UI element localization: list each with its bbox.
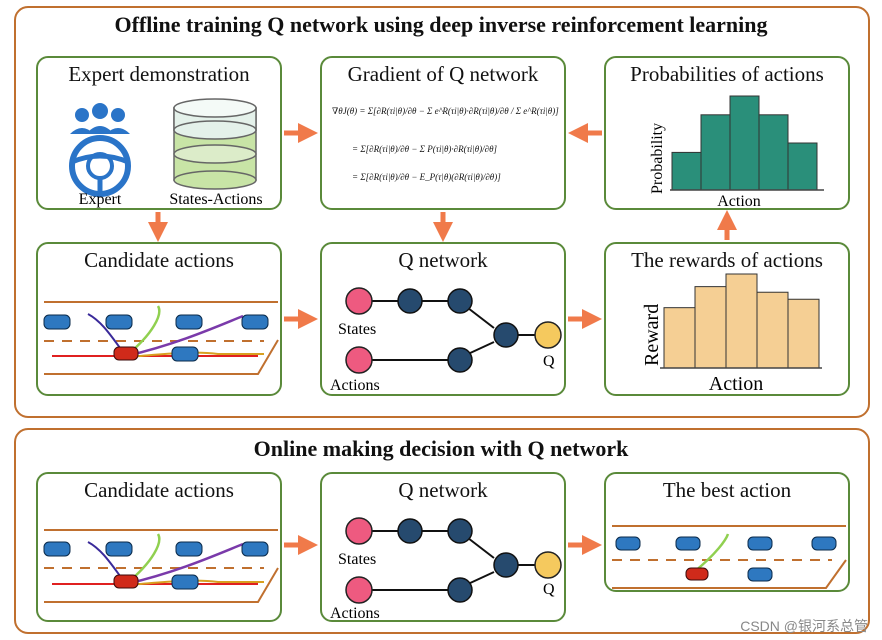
probabilities-panel: Probabilities of actions Probability Act…: [604, 56, 850, 210]
gradient-equation-line-1: ∇θJ(θ) = Σ[∂R(τi|θ)/∂θ − Σ e^R(τi|θ)·∂R(…: [332, 106, 559, 116]
hidden-node: [447, 518, 473, 544]
car-icon: [171, 346, 199, 362]
hidden-node: [493, 322, 519, 348]
ego-car-icon: [113, 346, 139, 361]
probability-bar: [700, 114, 731, 191]
panel-title: The best action: [662, 478, 792, 502]
action-axis-label: Action: [717, 193, 761, 210]
car-icon: [43, 541, 71, 557]
candidate-road-scene: [43, 301, 279, 375]
panel-title: Probabilities of actions: [630, 62, 824, 86]
candidate-actions-panel: Candidate actions: [36, 242, 282, 396]
q-label: Q: [543, 581, 555, 598]
reward-histogram: Reward Action: [641, 273, 822, 395]
actions-input-node: [345, 576, 373, 604]
online-q-network-panel: Q network States Actions Q: [320, 472, 566, 622]
probability-bar: [729, 95, 760, 191]
car-icon: [811, 536, 837, 551]
q-output-node: [534, 321, 562, 349]
best-action-road-scene: [612, 525, 847, 589]
expert-label: Expert: [79, 191, 122, 208]
probability-bar: [758, 114, 789, 191]
reward-bar: [663, 307, 696, 369]
car-icon: [241, 541, 269, 557]
online-frame: [14, 428, 870, 634]
best-action-panel: The best action: [604, 472, 850, 592]
car-icon: [675, 536, 701, 551]
states-input-node: [345, 517, 373, 545]
states-label: States: [338, 321, 376, 338]
probability-axis-label: Probability: [649, 123, 666, 194]
reward-bar: [756, 291, 789, 369]
database-icon: [173, 98, 257, 190]
hidden-node: [493, 552, 519, 578]
car-icon: [175, 541, 203, 557]
gradient-panel: Gradient of Q network ∇θJ(θ) = Σ[∂R(τi|θ…: [320, 56, 566, 210]
hidden-node: [447, 347, 473, 373]
panel-title: Q network: [398, 478, 488, 502]
q-network-panel: Q network States Actions Q: [320, 242, 566, 396]
expert-demonstration-panel: Expert demonstration Expert States-Actio…: [36, 56, 282, 210]
car-icon: [105, 541, 133, 557]
car-icon: [43, 314, 71, 330]
steering-wheel-icon: [69, 135, 131, 197]
gradient-equation-line-2: = Σ[∂R(τi|θ)/∂θ − Σ P(τi|θ)·∂R(τi|θ)/∂θ]: [352, 144, 498, 154]
probability-bar: [671, 151, 702, 191]
expert-people-icon: [70, 103, 130, 134]
reward-bar: [725, 273, 758, 369]
online-q-network-diagram: States Actions Q: [330, 517, 562, 622]
car-icon: [615, 536, 641, 551]
hidden-node: [397, 518, 423, 544]
hidden-node: [447, 288, 473, 314]
online-title: Online making decision with Q network: [253, 436, 629, 461]
actions-input-node: [345, 346, 373, 374]
states-actions-label: States-Actions: [169, 191, 262, 208]
probability-bar: [787, 142, 818, 191]
online-candidate-road-scene: [43, 529, 279, 603]
online-candidate-actions-panel: Candidate actions: [36, 472, 282, 622]
expert-icons: Expert States-Actions: [69, 98, 263, 208]
offline-frame: [14, 6, 870, 418]
q-output-node: [534, 551, 562, 579]
panel-title: Candidate actions: [84, 478, 234, 502]
car-icon: [747, 536, 773, 551]
rewards-panel: The rewards of actions Reward Action: [604, 242, 850, 396]
actions-label: Actions: [330, 377, 380, 394]
gradient-equation-line-3: = Σ[∂R(τi|θ)/∂θ − E_P(τ|θ)(∂R(τi|θ)/∂θ)]: [352, 172, 501, 182]
q-network-diagram: States Actions Q: [330, 287, 562, 394]
panel-title: The rewards of actions: [631, 248, 823, 272]
states-label: States: [338, 551, 376, 568]
ego-car-icon: [113, 574, 139, 589]
car-icon: [105, 314, 133, 330]
reward-bar: [694, 286, 727, 369]
hidden-node: [397, 288, 423, 314]
watermark: CSDN @银河系总管: [740, 618, 868, 634]
panel-title: Gradient of Q network: [347, 62, 539, 86]
hidden-node: [447, 577, 473, 603]
ego-car-icon: [685, 567, 709, 581]
car-icon: [171, 574, 199, 590]
offline-title: Offline training Q network using deep in…: [114, 12, 768, 37]
panel-title: Expert demonstration: [68, 62, 250, 86]
action-axis-label: Action: [709, 373, 763, 395]
reward-bar: [787, 298, 820, 369]
car-icon: [175, 314, 203, 330]
q-label: Q: [543, 353, 555, 370]
actions-label: Actions: [330, 605, 380, 622]
states-input-node: [345, 287, 373, 315]
panel-title: Candidate actions: [84, 248, 234, 272]
panel-title: Q network: [398, 248, 488, 272]
car-icon: [747, 567, 773, 582]
probability-histogram: Probability Action: [649, 95, 824, 210]
car-icon: [241, 314, 269, 330]
reward-axis-label: Reward: [641, 304, 663, 366]
